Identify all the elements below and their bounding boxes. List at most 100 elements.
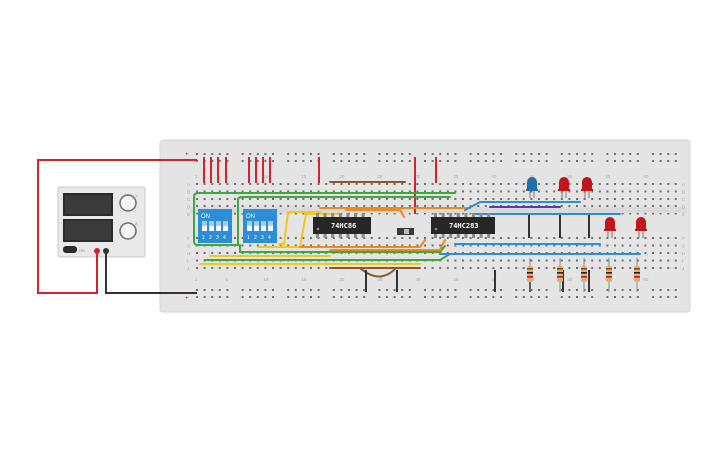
breadboard-hole bbox=[652, 212, 654, 215]
current-knob[interactable] bbox=[119, 222, 137, 240]
black-supply-wire[interactable] bbox=[105, 251, 197, 294]
breadboard-hole bbox=[386, 198, 388, 200]
breadboard-hole bbox=[310, 160, 312, 162]
breadboard-hole bbox=[302, 289, 305, 291]
row-letter: E bbox=[682, 212, 685, 217]
power-supply[interactable]: V A ON bbox=[57, 186, 146, 258]
breadboard-hole bbox=[515, 190, 518, 193]
breadboard-hole bbox=[408, 205, 411, 207]
breadboard-hole bbox=[553, 237, 556, 239]
breadboard-hole bbox=[401, 198, 404, 200]
breadboard-hole bbox=[439, 267, 442, 269]
breadboard-hole bbox=[340, 198, 343, 200]
breadboard-hole bbox=[545, 267, 548, 269]
breadboard-hole bbox=[484, 267, 487, 269]
row-letter: G bbox=[682, 244, 686, 249]
chip-74hc283[interactable]: 74HC283 bbox=[431, 213, 495, 238]
breadboard-hole bbox=[484, 198, 487, 200]
breadboard-hole bbox=[515, 237, 518, 239]
breadboard-hole bbox=[211, 252, 214, 254]
breadboard-hole bbox=[560, 153, 563, 155]
breadboard-hole bbox=[674, 190, 677, 193]
breadboard-hole bbox=[652, 160, 654, 162]
red-supply-wire[interactable] bbox=[37, 159, 197, 294]
breadboard-hole bbox=[439, 160, 442, 162]
breadboard-hole bbox=[462, 198, 464, 200]
breadboard-hole bbox=[332, 205, 335, 207]
breadboard-hole bbox=[310, 237, 312, 239]
breadboard-hole bbox=[636, 237, 639, 239]
row-letter: G bbox=[187, 244, 191, 249]
breadboard-hole bbox=[211, 190, 214, 193]
led-icon bbox=[604, 217, 616, 238]
chip-icon bbox=[313, 217, 371, 234]
breadboard-hole bbox=[522, 198, 525, 200]
breadboard-hole bbox=[500, 267, 502, 269]
breadboard-hole bbox=[287, 205, 290, 207]
column-number: 55 bbox=[605, 174, 611, 179]
breadboard-hole bbox=[317, 183, 320, 185]
breadboard-hole bbox=[553, 259, 556, 262]
breadboard-hole bbox=[196, 153, 198, 155]
row-letter: H bbox=[682, 251, 685, 256]
breadboard-hole bbox=[302, 244, 305, 247]
breadboard-hole bbox=[606, 296, 609, 298]
breadboard-hole bbox=[492, 190, 495, 193]
breadboard-hole bbox=[378, 198, 381, 200]
row-letter: C bbox=[187, 197, 191, 202]
supply-wires bbox=[37, 159, 197, 294]
chip-pin bbox=[441, 234, 445, 238]
breadboard-hole bbox=[629, 296, 632, 298]
slide-switch[interactable] bbox=[397, 228, 414, 235]
breadboard-hole bbox=[355, 153, 358, 155]
breadboard-hole bbox=[583, 289, 586, 291]
dip-switch-1[interactable]: ON 1 2 3 4 bbox=[198, 209, 232, 243]
breadboard-hole bbox=[203, 267, 206, 269]
breadboard-hole bbox=[576, 289, 578, 291]
chip-pin bbox=[323, 234, 327, 238]
breadboard-hole bbox=[272, 183, 274, 185]
breadboard-hole bbox=[287, 160, 290, 162]
breadboard-hole bbox=[325, 198, 328, 200]
breadboard-hole bbox=[545, 244, 548, 247]
breadboard-hole bbox=[652, 252, 654, 254]
breadboard-hole bbox=[401, 237, 404, 239]
breadboard-hole bbox=[598, 237, 601, 239]
power-switch[interactable] bbox=[63, 246, 77, 253]
column-labels: 1155101015152020252530303535404045455050… bbox=[195, 174, 649, 282]
breadboard-hole bbox=[264, 190, 267, 193]
breadboard-hole bbox=[317, 289, 320, 291]
breadboard-hole bbox=[424, 289, 426, 291]
breadboard-hole bbox=[492, 160, 495, 162]
breadboard-hole bbox=[560, 289, 563, 291]
voltage-knob[interactable] bbox=[119, 194, 137, 212]
breadboard-hole bbox=[431, 153, 434, 155]
breadboard-hole bbox=[469, 296, 472, 298]
column-number: 60 bbox=[643, 277, 649, 282]
breadboard-hole bbox=[325, 190, 328, 193]
dip-switch-2[interactable]: ON 1 2 3 4 bbox=[243, 209, 277, 243]
breadboard-hole bbox=[226, 160, 229, 162]
chip-pin bbox=[346, 213, 350, 217]
breadboard-hole bbox=[393, 244, 396, 247]
breadboard-hole bbox=[538, 244, 540, 247]
breadboard-hole bbox=[652, 289, 654, 291]
breadboard-hole bbox=[454, 190, 457, 193]
breadboard-hole bbox=[484, 259, 487, 262]
breadboard-hole bbox=[332, 296, 335, 298]
breadboard-hole bbox=[196, 267, 198, 269]
breadboard-hole bbox=[310, 183, 312, 185]
led-rim bbox=[581, 189, 593, 191]
breadboard-hole bbox=[355, 205, 358, 207]
row-letter: A bbox=[682, 182, 685, 187]
breadboard-hole bbox=[484, 237, 487, 239]
chip-label: 74HC86 bbox=[331, 222, 356, 230]
breadboard-hole bbox=[302, 183, 305, 185]
breadboard-hole bbox=[484, 289, 487, 291]
column-number: 30 bbox=[415, 277, 421, 282]
chip-74hc86[interactable]: 74HC86 bbox=[313, 213, 371, 238]
breadboard-hole bbox=[378, 289, 381, 291]
breadboard-hole bbox=[355, 296, 358, 298]
breadboard-hole bbox=[674, 244, 677, 247]
breadboard-hole bbox=[287, 244, 290, 247]
